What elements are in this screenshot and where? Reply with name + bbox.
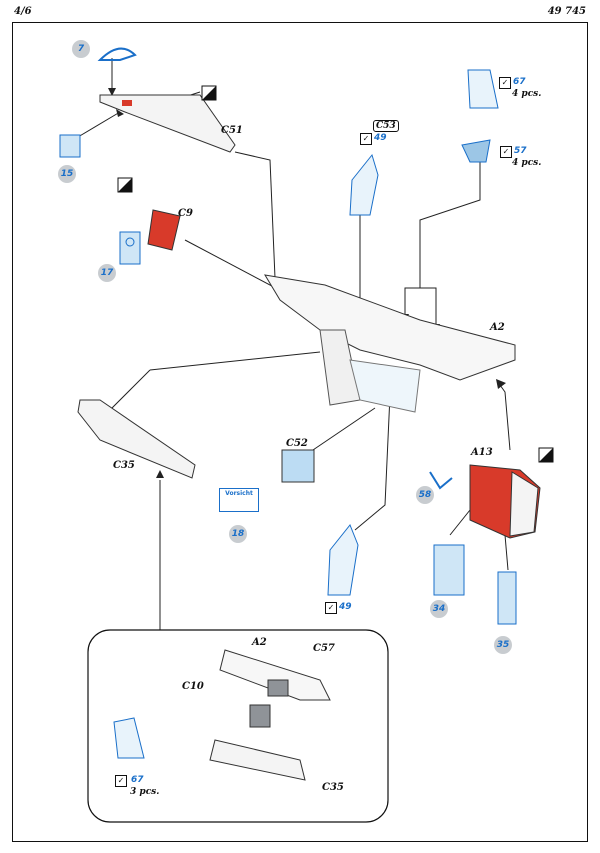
num-67-top: 67 <box>513 77 526 87</box>
leader-c52 <box>309 407 376 453</box>
label-a2: A2 <box>490 322 505 333</box>
pe-part-49-top <box>349 153 379 216</box>
pe-number-15: 15 <box>58 165 76 183</box>
label-c57: C57 <box>313 643 335 654</box>
label-c35: C35 <box>113 460 135 471</box>
pe-number-35: 35 <box>494 636 512 654</box>
pe-number-58: 58 <box>416 486 434 504</box>
part-c35-detail <box>209 739 306 781</box>
part-c9 <box>147 209 181 251</box>
qty-67-top: 4 pcs. <box>512 89 542 99</box>
leader-57 <box>404 160 481 318</box>
leader-c35a <box>149 351 321 371</box>
label-c51: C51 <box>221 125 243 136</box>
pe-part-49-bottom <box>327 524 359 596</box>
part-a2 <box>264 274 516 381</box>
pe-part-34 <box>433 544 465 596</box>
label-a2-detail: A2 <box>252 637 267 648</box>
pe-part-7 <box>97 47 137 61</box>
part-c35 <box>77 399 196 479</box>
label-c35-detail: C35 <box>322 782 344 793</box>
page-number: 4/6 <box>14 6 32 17</box>
leader-15 <box>77 111 121 138</box>
pe-part-58 <box>429 471 453 490</box>
check-67-detail: ✓ <box>115 775 127 787</box>
qty-57-top: 4 pcs. <box>512 158 542 168</box>
part-c52 <box>281 449 315 483</box>
check-67-top: ✓ <box>499 77 511 89</box>
num-67-detail: 67 <box>131 775 144 785</box>
num-57-top: 57 <box>514 146 527 156</box>
pe-part-15 <box>59 134 81 158</box>
num-49-top: 49 <box>374 133 387 143</box>
pe-part-67-detail <box>113 717 145 759</box>
leader-57b <box>420 287 437 328</box>
label-c53: C53 <box>373 120 399 132</box>
kit-number: 49 745 <box>547 6 586 17</box>
pe-part-67-top <box>467 69 499 109</box>
leader-35 <box>504 534 509 571</box>
pe-part-18-placard: Vorsicht <box>219 488 259 512</box>
pe-part-57-top <box>461 139 491 163</box>
diagram-frame <box>12 22 588 842</box>
qty-67-detail: 3 pcs. <box>130 787 160 797</box>
num-49-bottom: 49 <box>339 602 352 612</box>
part-c57 <box>267 679 289 697</box>
leader-49-bottom <box>354 394 391 531</box>
leader-c51 <box>234 151 276 279</box>
pe-part-35 <box>497 571 517 625</box>
check-49-bottom: ✓ <box>325 602 337 614</box>
part-c10 <box>249 704 271 728</box>
label-c9: C9 <box>178 208 193 219</box>
leader-a13 <box>499 384 511 451</box>
pe-number-17: 17 <box>98 264 116 282</box>
label-a13: A13 <box>471 447 493 458</box>
part-c51 <box>99 94 236 153</box>
leader-34 <box>449 509 471 536</box>
pe-number-7: 7 <box>72 40 90 58</box>
check-49-top: ✓ <box>360 133 372 145</box>
red-strip <box>122 100 132 106</box>
label-c52: C52 <box>286 438 308 449</box>
pe-number-18: 18 <box>229 525 247 543</box>
pe-part-17 <box>119 231 141 265</box>
label-c10: C10 <box>182 681 204 692</box>
pe-number-34: 34 <box>430 600 448 618</box>
check-57-top: ✓ <box>500 146 512 158</box>
